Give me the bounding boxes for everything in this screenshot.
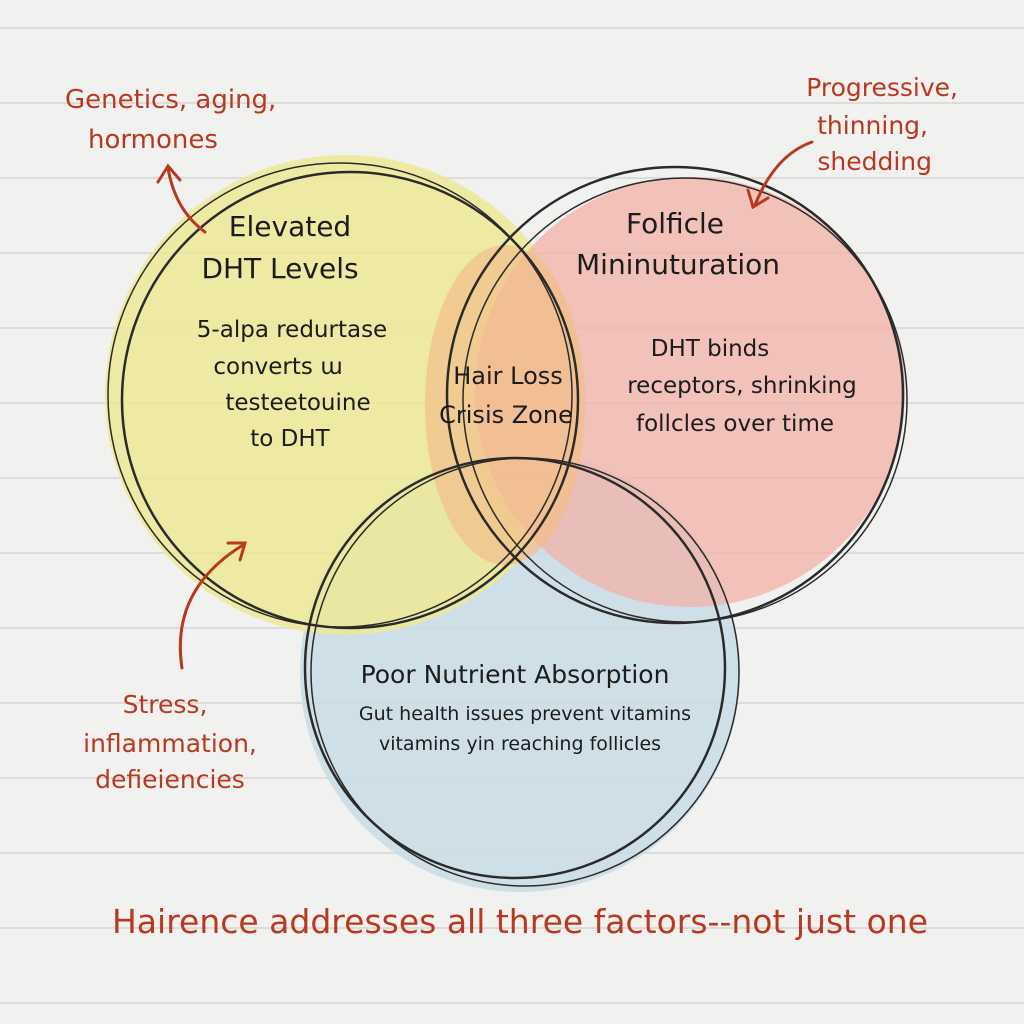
annotation-arrows [156,140,814,670]
follicle-title-line2: Mininuturation [576,248,780,281]
nutrient-circle-outline-2 [310,457,740,887]
dht-body-line3: testeetouine [225,390,370,416]
center-line1: Hair Loss [453,362,563,390]
annotation-top-right-line1: Progressive, [806,73,958,102]
follicle-body-line2: receptors, shrinking [627,373,857,399]
follicle-title-line1: Folficle [626,207,724,240]
dht-body-line1: 5-alpa redurtase [197,317,387,343]
nutrient-body-line2: vitamins yin reaching follicles [379,733,661,755]
arrow-top-left-icon [156,163,207,234]
annotation-bottom-left-line2: inflammation, [83,729,257,758]
arrow-top-right-icon [746,140,814,210]
dht-title-line2: DHT Levels [201,252,358,285]
annotation-top-left-line1: Genetics, aging, [65,85,276,115]
annotation-bottom-left-line1: Stress, [123,690,208,719]
follicle-circle-fill [475,177,905,607]
follicle-circle-outline [445,165,905,625]
dht-body-line4: to DHT [250,426,330,452]
nutrient-title: Poor Nutrient Absorption [361,660,670,689]
follicle-body-line3: follcles over time [636,411,834,437]
footer-tagline: Hairence addresses all three factors--no… [112,902,928,941]
dht-circle-outline-2 [107,162,573,628]
nutrient-body-line1: Gut health issues prevent vitamins [359,703,691,725]
center-line2: Crisis Zone [439,401,573,429]
annotation-top-right-line3: shedding [817,147,932,176]
dht-title-line1: Elevated [229,210,351,243]
circle-outlines [107,162,908,887]
dht-body-line2: converts ɯ [213,354,342,380]
annotation-top-right-line2: thinning, [817,111,928,140]
annotation-bottom-left-line3: defieiencies [95,765,245,794]
annotation-top-left-line2: hormones [88,125,218,155]
follicle-circle-outline-2 [462,177,908,623]
dht-circle-outline [120,170,580,630]
arrow-bottom-left-icon [178,541,248,670]
follicle-body-line1: DHT binds [651,336,770,362]
